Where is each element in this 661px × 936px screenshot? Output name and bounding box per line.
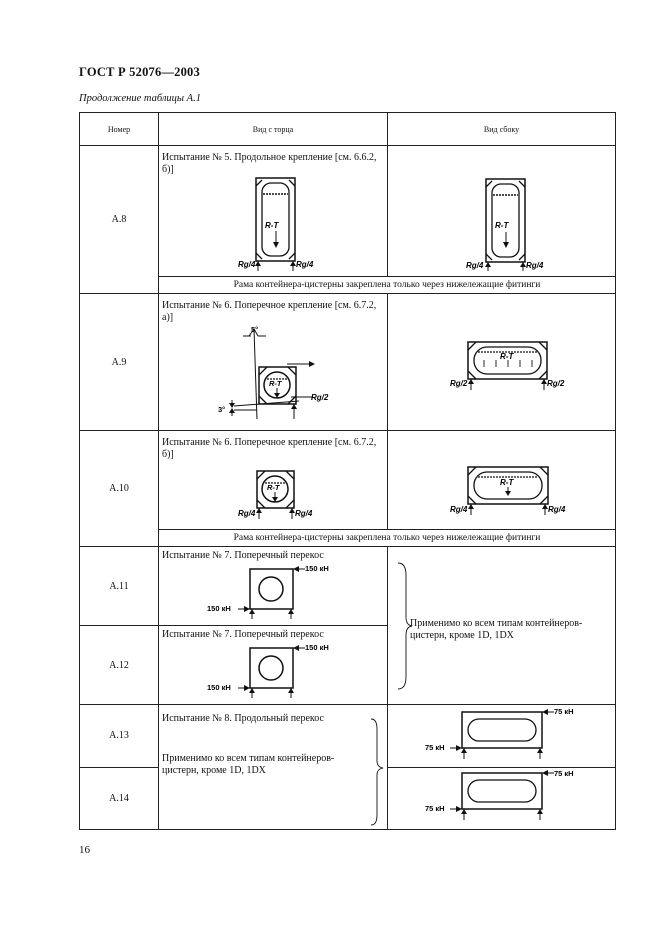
rg2-label: Rg/2 xyxy=(547,379,565,388)
rg4-label: Rg/4 xyxy=(450,505,468,514)
angle-label: 3° xyxy=(218,405,225,414)
side-view-diagram: R-T Rg/2 Rg/2 xyxy=(450,341,565,390)
test-title: Испытание № 6. Поперечное крепление [см.… xyxy=(162,437,377,460)
end-view-diagram: 150 кН 150 кН xyxy=(207,564,329,619)
side-view-diagram: 75 кН 75 кН xyxy=(425,769,574,820)
row-number: A.9 xyxy=(79,293,159,431)
side-view-diagram: 75 кН 75 кН xyxy=(425,707,574,759)
document-header: ГОСТ Р 52076—2003 xyxy=(79,65,200,79)
test-title: Испытание № 6. Поперечное крепление [см.… xyxy=(162,300,377,323)
rt-label: R-T xyxy=(495,221,509,230)
side-view-cell: 75 кН 75 кН xyxy=(387,704,616,768)
force-label: 75 кН xyxy=(425,804,445,813)
table-header-row: Номер Вид с торца Вид сбоку xyxy=(79,112,616,146)
col-header-side-view: Вид сбоку xyxy=(387,112,616,146)
test-table: Номер Вид с торца Вид сбоку A.8 Испытани… xyxy=(79,112,616,830)
rg2-label: Rg/2 xyxy=(311,393,329,402)
row-number: A.10 xyxy=(79,430,159,547)
row-number: A.11 xyxy=(79,546,159,626)
test-title: Испытание № 7. Поперечный перекос xyxy=(162,550,324,561)
end-view-diagram: R-T Rg/4 Rg/4 xyxy=(238,177,314,271)
table-row-a12: A.12 Испытание № 7. Поперечный перекос 1… xyxy=(79,625,616,705)
applicability-note: Применимо ко всем типам контейнеров-цист… xyxy=(162,753,335,776)
angle-label: 5° xyxy=(251,325,258,334)
rt-label: R-T xyxy=(500,478,514,487)
rg4-label: Rg/4 xyxy=(295,509,313,518)
col-header-end-view: Вид с торца xyxy=(158,112,388,146)
table-continuation-label: Продолжение таблицы A.1 xyxy=(79,93,201,104)
table-row-a8-caption: Рама контейнера-цистерны закреплена толь… xyxy=(80,276,616,294)
rg4-label: Rg/4 xyxy=(466,261,484,270)
force-label: 150 кН xyxy=(305,643,329,652)
side-view-cell: Применимо ко всем типам контейнеров-цист… xyxy=(387,546,616,705)
rg4-label: Rg/4 xyxy=(296,260,314,269)
force-label: 75 кН xyxy=(554,769,574,778)
applicability-note-wrap: Применимо ко всем типам контейнеров-цист… xyxy=(388,551,615,701)
force-label: 75 кН xyxy=(554,707,574,716)
end-view-cell: Испытание № 7. Поперечный перекос 150 кН… xyxy=(158,546,388,626)
brace-icon xyxy=(397,562,413,689)
side-view-cell: R-T Rg/4 Rg/4 xyxy=(387,430,616,530)
end-view-diagram: R-T Rg/4 Rg/4 xyxy=(238,470,313,519)
row-caption: Рама контейнера-цистерны закреплена толь… xyxy=(158,529,616,547)
force-label: 75 кН xyxy=(425,743,445,752)
table-row-a10-caption: Рама контейнера-цистерны закреплена толь… xyxy=(80,529,616,547)
test-title: Испытание № 5. Продольное крепление [см.… xyxy=(162,152,377,175)
side-view-cell: R-T Rg/2 Rg/2 xyxy=(387,293,616,431)
end-view-diagram: 150 кН 150 кН xyxy=(207,643,329,698)
side-view-cell: R-T Rg/4 Rg/4 xyxy=(387,145,616,277)
rt-label: R-T xyxy=(265,221,279,230)
table-row-a9: A.9 Испытание № 6. Поперечное крепление … xyxy=(79,293,616,431)
rt-label: R-T xyxy=(269,379,283,388)
test-title: Испытание № 7. Поперечный перекос xyxy=(162,629,324,640)
end-view-cell: Испытание № 6. Поперечное крепление [см.… xyxy=(158,293,388,431)
end-view-cell: Испытание № 7. Поперечный перекос 150 кН… xyxy=(158,625,388,705)
row-number: A.8 xyxy=(79,145,159,294)
table-row-a11: A.11 Испытание № 7. Поперечный перекос 1… xyxy=(79,546,616,705)
rg2-label: Rg/2 xyxy=(450,379,468,388)
brace-icon xyxy=(370,718,384,826)
table-row-a13: A.13 Испытание № 8. Продольный перекос П… xyxy=(79,704,616,830)
table-row-a8: A.8 Испытание № 5. Продольное крепление … xyxy=(79,145,616,294)
end-view-diagram: 5° R-T 3° xyxy=(218,325,329,420)
force-label: 150 кН xyxy=(305,564,329,573)
row-number: A.14 xyxy=(79,766,159,830)
a13-a14-content: Испытание № 8. Продольный перекос Примен… xyxy=(159,713,387,829)
end-view-cell: Испытание № 8. Продольный перекос Примен… xyxy=(158,704,388,830)
rg4-label: Rg/4 xyxy=(238,260,256,269)
applicability-note: Применимо ко всем типам контейнеров-цист… xyxy=(410,617,583,641)
row-caption: Рама контейнера-цистерны закреплена толь… xyxy=(158,276,616,294)
rt-label: R-T xyxy=(267,483,281,492)
side-view-cell: 75 кН 75 кН xyxy=(387,766,616,830)
side-view-diagram: R-T Rg/4 Rg/4 xyxy=(450,466,566,515)
table-row-a14: A.14 75 кН 75 кН xyxy=(79,766,616,830)
side-view-diagram: R-T Rg/4 Rg/4 xyxy=(466,178,544,271)
row-number: A.12 xyxy=(79,625,159,705)
row-number: A.13 xyxy=(79,704,159,768)
test-title: Испытание № 8. Продольный перекос xyxy=(162,713,324,724)
rg4-label: Rg/4 xyxy=(548,505,566,514)
rg4-label: Rg/4 xyxy=(526,261,544,270)
col-header-number: Номер xyxy=(79,112,159,146)
end-view-cell: Испытание № 6. Поперечное крепление [см.… xyxy=(158,430,388,530)
rt-label: R-T xyxy=(500,352,514,361)
force-label: 150 кН xyxy=(207,683,231,692)
rg4-label: Rg/4 xyxy=(238,509,256,518)
table-row-a10: A.10 Испытание № 6. Поперечное крепление… xyxy=(79,430,616,547)
page-number: 16 xyxy=(79,844,90,856)
end-view-cell: Испытание № 5. Продольное крепление [см.… xyxy=(158,145,388,277)
force-label: 150 кН xyxy=(207,604,231,613)
